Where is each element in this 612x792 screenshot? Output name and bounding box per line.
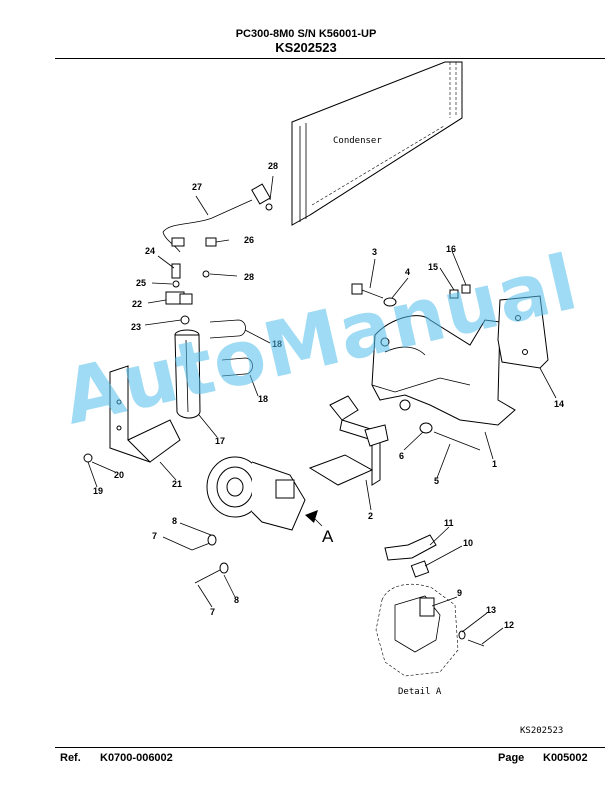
group-code: KS202523	[275, 40, 337, 55]
callout-11: 11	[444, 518, 454, 528]
callout-10: 10	[463, 538, 473, 548]
callout-3: 3	[372, 247, 377, 257]
callout-8b: 8	[234, 595, 239, 605]
detail-a: Detail A	[375, 526, 504, 697]
receiver-drier	[174, 329, 201, 419]
ref-label: Ref.	[60, 752, 81, 764]
callout-20: 20	[114, 470, 124, 480]
callout-7b: 7	[210, 607, 215, 617]
callout-14: 14	[554, 399, 564, 409]
callout-26: 26	[244, 235, 254, 245]
callout-9: 9	[457, 588, 462, 598]
u-bolts	[209, 319, 253, 377]
callout-8a: 8	[172, 516, 177, 526]
leader-lines	[87, 175, 557, 608]
page-value: K005002	[543, 752, 588, 764]
condenser-label: Condenser	[333, 136, 382, 146]
bracket-14	[497, 295, 549, 369]
page-label: Page	[498, 752, 525, 764]
callout-7a: 7	[152, 531, 157, 541]
document-title: PC300-8M0 S/N K56001-UP	[235, 28, 377, 40]
callout-15: 15	[428, 262, 438, 272]
callout-21: 21	[172, 479, 182, 489]
hose-27	[162, 183, 271, 253]
callout-2: 2	[368, 511, 373, 521]
callout-23: 23	[131, 322, 141, 332]
compressor	[206, 456, 306, 531]
callout-17: 17	[215, 436, 225, 446]
callout-27: 27	[192, 182, 202, 192]
callout-19: 19	[93, 486, 103, 496]
bracket-2	[308, 395, 389, 486]
bracket-1	[371, 315, 516, 426]
callout-5: 5	[434, 476, 439, 486]
callout-6: 6	[399, 451, 404, 461]
callouts: 1 2 3 4 5 6 7 7 8 8 9 10 11 12 13 14 15 …	[93, 161, 564, 630]
drawing-code: KS202523	[520, 726, 563, 736]
bracket-21	[83, 365, 181, 463]
callout-13: 13	[486, 605, 496, 615]
callout-28a: 28	[268, 161, 278, 171]
callout-28b: 28	[244, 272, 254, 282]
callout-22: 22	[132, 299, 142, 309]
callout-18b: 18	[258, 394, 268, 404]
callout-18a: 18	[272, 339, 282, 349]
fittings	[165, 203, 273, 325]
callout-24: 24	[145, 246, 155, 256]
header-rule	[55, 58, 605, 59]
callout-1: 1	[492, 459, 497, 469]
view-marker-a: A	[322, 527, 334, 546]
footer-rule	[55, 747, 605, 748]
ref-value: K0700-006002	[100, 752, 173, 764]
condenser: Condenser	[291, 61, 463, 226]
detail-a-label: Detail A	[398, 687, 442, 697]
callout-4: 4	[405, 267, 410, 277]
callout-12: 12	[504, 620, 514, 630]
view-arrow: A	[305, 510, 334, 546]
callout-16: 16	[446, 244, 456, 254]
callout-25: 25	[136, 278, 146, 288]
